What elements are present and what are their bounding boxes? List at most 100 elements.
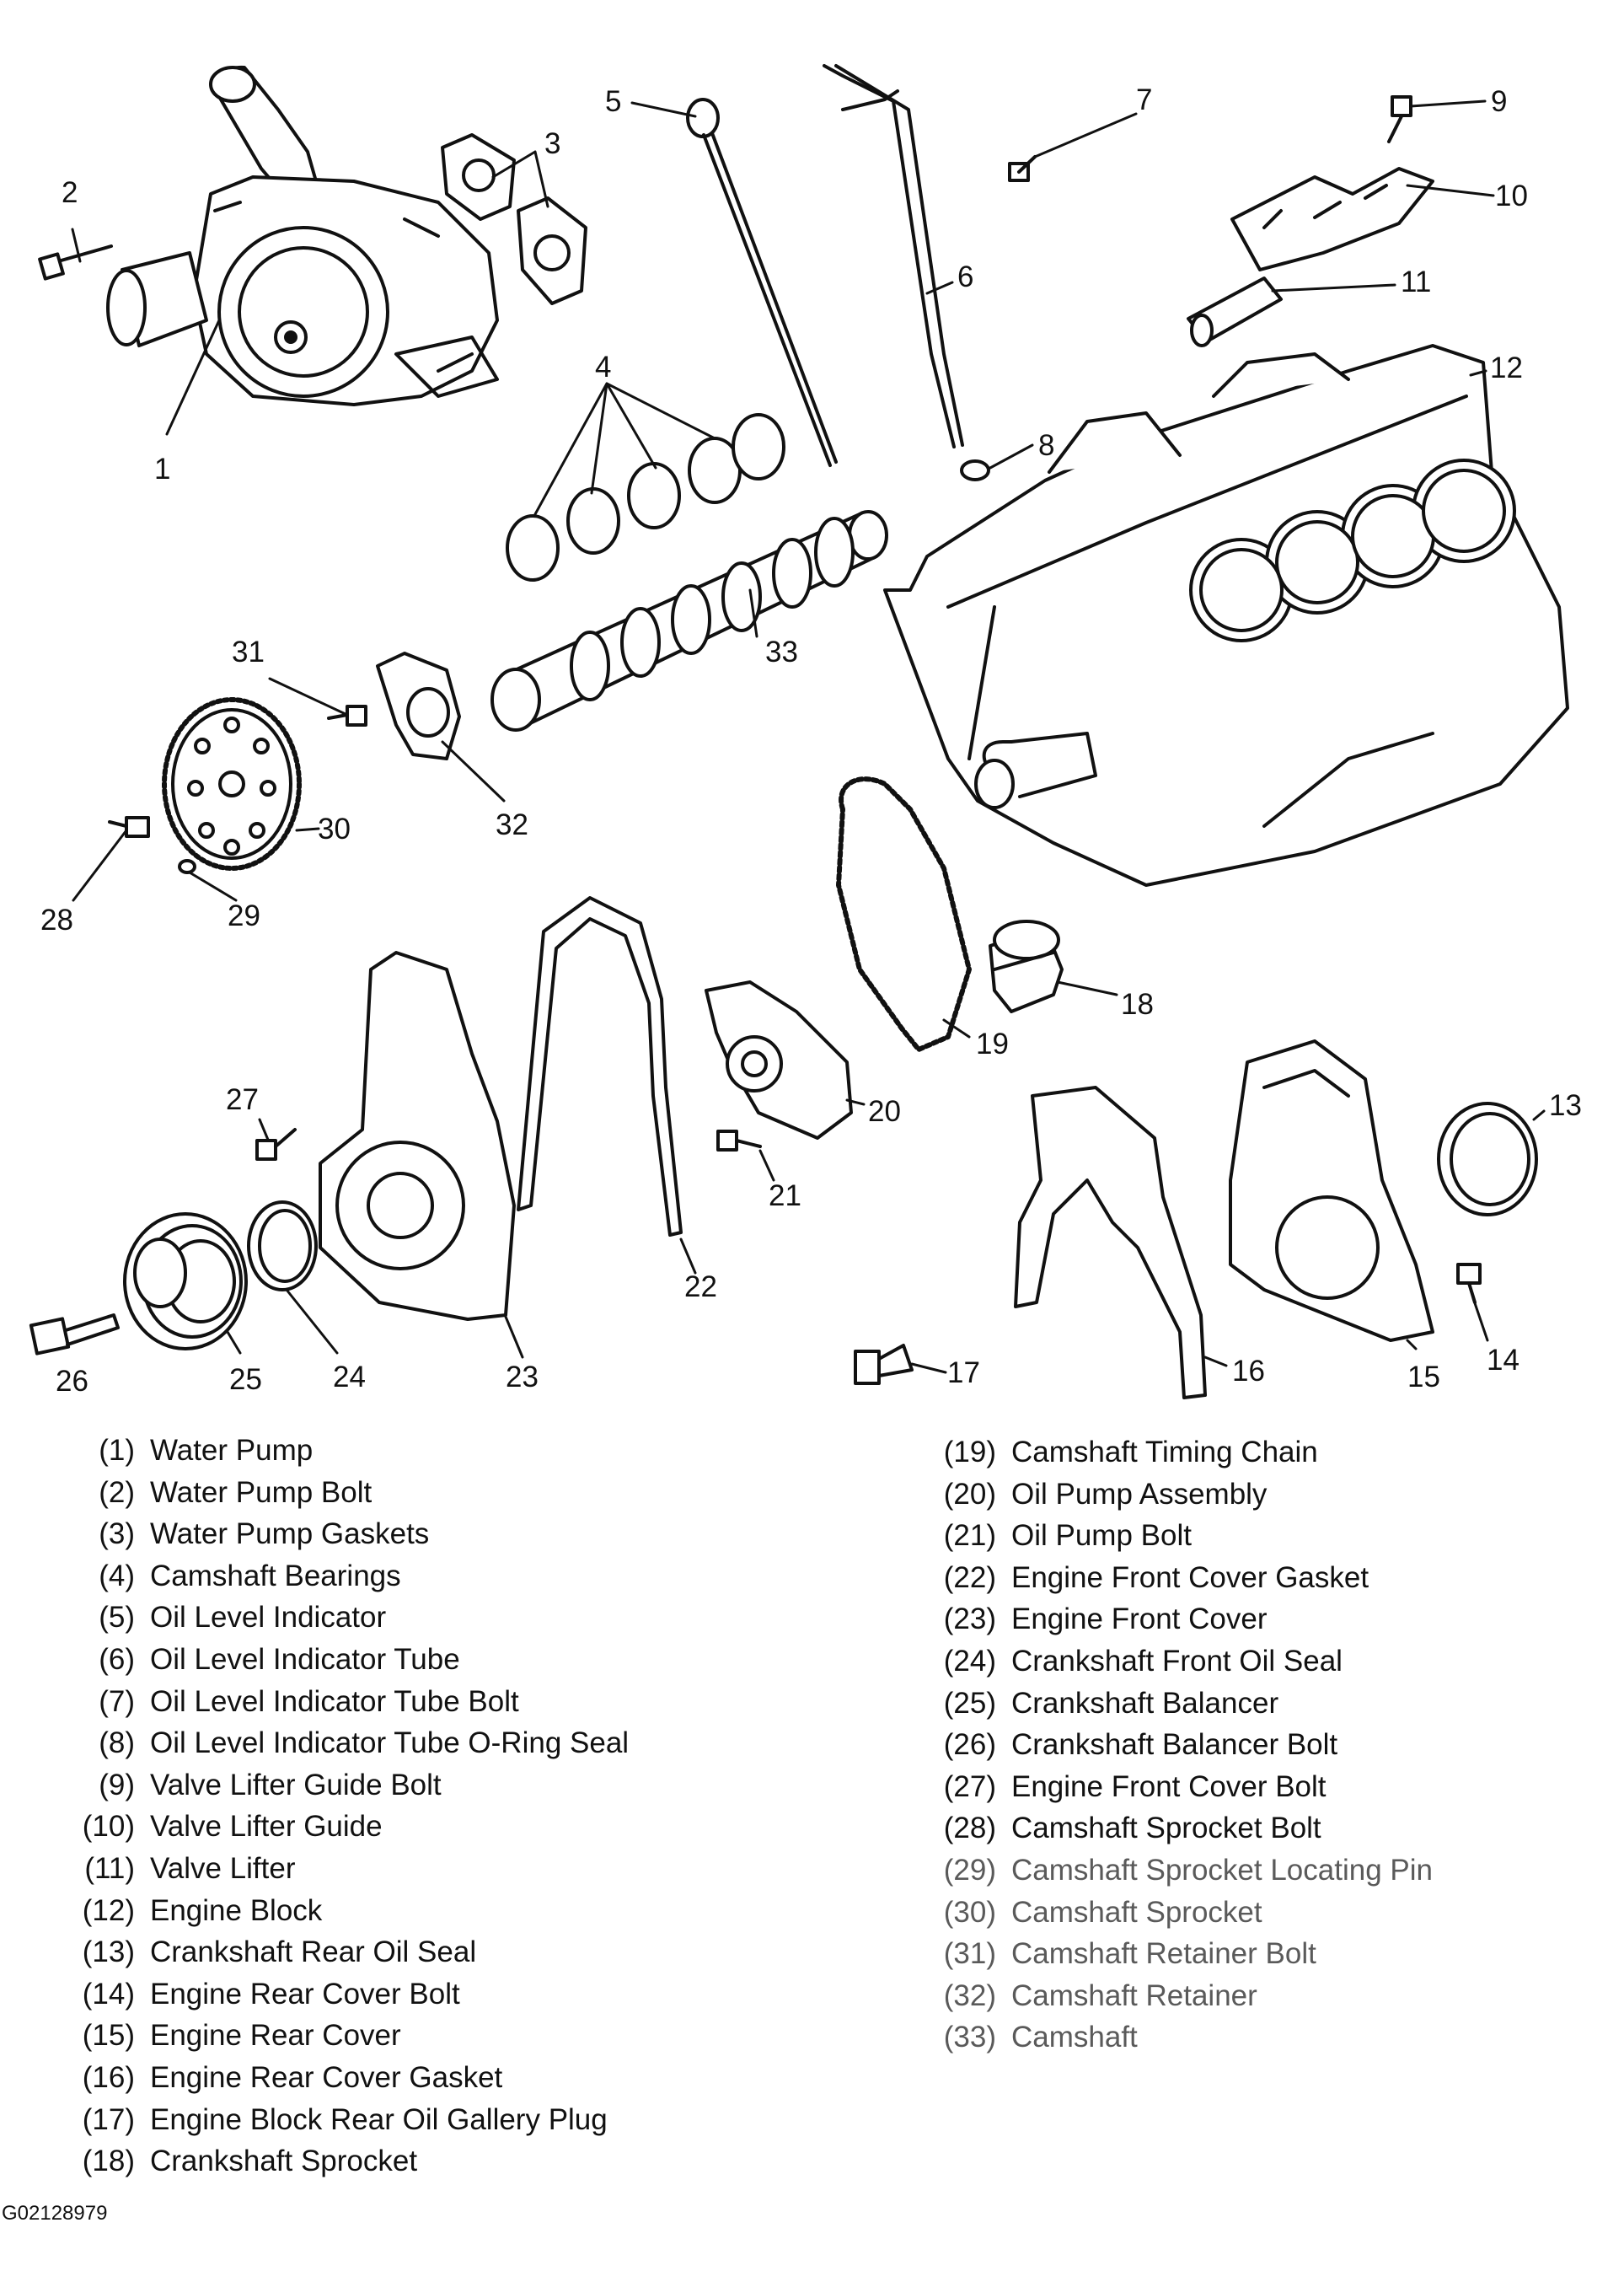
legend-label: Engine Rear Cover Bolt	[150, 1977, 460, 2011]
callout-26: 26	[56, 1365, 88, 1398]
legend-item: (23)Engine Front Cover	[914, 1598, 1433, 1640]
legend-label: Oil Pump Assembly	[1011, 1477, 1268, 1511]
figure-code: G02128979	[2, 2202, 108, 2225]
oil-pump-assembly-part	[705, 980, 853, 1140]
valve-lifter-guide-part	[1230, 167, 1434, 271]
exploded-engine-diagram: 1 2 3 4 5 6 7 8 9 10 11 12 13 14 15 16 1…	[29, 64, 1582, 1399]
legend-number: (16)	[82, 2060, 135, 2094]
crankshaft-sprocket-part	[989, 920, 1064, 1013]
legend-number: (33)	[943, 2021, 996, 2054]
legend-number: (21)	[943, 1519, 996, 1553]
callout-15: 15	[1407, 1361, 1440, 1393]
oil-level-indicator-tube-bolt-part	[1008, 155, 1037, 182]
legend-label: Crankshaft Sprocket	[150, 2145, 418, 2178]
callout-13: 13	[1549, 1089, 1582, 1122]
crankshaft-balancer-bolt-part	[29, 1313, 120, 1356]
callout-19: 19	[976, 1028, 1009, 1060]
legend-item: (17)Engine Block Rear Oil Gallery Plug	[52, 2099, 629, 2141]
callout-14: 14	[1487, 1344, 1519, 1377]
crankshaft-balancer-part	[123, 1212, 248, 1350]
legend-number: (5)	[99, 1601, 135, 1635]
callout-25: 25	[229, 1363, 262, 1396]
oil-level-indicator-tube-part	[823, 64, 964, 448]
legend-number: (13)	[82, 1935, 135, 1969]
legend-item: (7) Oil Level Indicator Tube Bolt	[52, 1681, 629, 1723]
callout-17: 17	[947, 1356, 980, 1389]
legend-number: (15)	[82, 2019, 135, 2053]
legend-item: (18) Crankshaft Sprocket	[52, 2140, 629, 2182]
legend-item: (31)Camshaft Retainer Bolt	[914, 1933, 1433, 1975]
legend-label: Oil Level Indicator Tube O-Ring Seal	[150, 1726, 630, 1760]
legend-item: (4)Camshaft Bearings	[52, 1555, 629, 1597]
legend-label: Oil Pump Bolt	[1011, 1519, 1192, 1553]
callout-11: 11	[1401, 266, 1431, 298]
crankshaft-rear-oil-seal-part	[1437, 1102, 1538, 1216]
legend-label: Valve Lifter Guide Bolt	[150, 1768, 442, 1801]
callout-27: 27	[226, 1083, 259, 1116]
legend-number: (28)	[943, 1812, 996, 1845]
legend-label: Valve Lifter	[150, 1851, 296, 1885]
legend-label: Water Pump	[150, 1434, 314, 1467]
legend-number: (7)	[99, 1684, 135, 1718]
camshaft-part	[490, 510, 888, 732]
legend-number: (23)	[943, 1603, 996, 1636]
callout-18: 18	[1121, 988, 1154, 1021]
legend-item: (9)Valve Lifter Guide Bolt	[52, 1764, 629, 1807]
callout-32: 32	[496, 808, 528, 841]
legend-number: (25)	[943, 1686, 996, 1720]
legend-number: (19)	[943, 1436, 996, 1468]
legend-right-column: (19) Camshaft Timing Chain (20)Oil Pump As…	[914, 1431, 1433, 2059]
legend-number: (26)	[943, 1728, 996, 1762]
legend-item: (1) Water Pump	[52, 1430, 629, 1472]
legend-item: (14) Engine Rear Cover Bolt	[52, 1973, 629, 2016]
legend-number: (1)	[99, 1434, 135, 1467]
legend-item: (6) Oil Level Indicator Tube	[52, 1639, 629, 1681]
legend-item: (15) Engine Rear Cover	[52, 2015, 629, 2057]
legend-label: Oil Level Indicator Tube Bolt	[150, 1684, 519, 1718]
legend-label: Water Pump Bolt	[150, 1475, 373, 1509]
legend-number: (14)	[82, 1977, 135, 2011]
oil-pump-bolt-part	[716, 1130, 762, 1152]
legend-label: Engine Front Cover Bolt	[1011, 1769, 1327, 1803]
legend-number: (8)	[99, 1726, 135, 1760]
legend-label: Engine Rear Cover Gasket	[150, 2060, 503, 2094]
camshaft-sprocket-part	[162, 697, 302, 871]
valve-lifter-guide-bolt-part	[1387, 95, 1412, 143]
legend-label: Engine Rear Cover	[150, 2019, 401, 2053]
legend-label: Crankshaft Balancer	[1011, 1686, 1279, 1720]
legend-left-column: (1)Water Pump(2)Water Pump Bolt(3)Water …	[52, 1430, 629, 2182]
legend-item: (26)Crankshaft Balancer Bolt	[914, 1724, 1433, 1766]
engine-front-cover-bolt-part	[255, 1128, 297, 1161]
callout-4: 4	[595, 351, 611, 384]
legend-item: (2) Water Pump Bolt	[52, 1472, 629, 1514]
legend-number: (12)	[82, 1893, 135, 1927]
callout-22: 22	[684, 1270, 717, 1303]
legend-label: Camshaft Retainer Bolt	[1011, 1937, 1316, 1971]
legend-number: (18)	[82, 2145, 135, 2178]
engine-front-cover-part	[319, 951, 516, 1321]
legend-item: (24)Crankshaft Front Oil Seal	[914, 1640, 1433, 1683]
callout-30: 30	[318, 813, 351, 846]
legend-item: (16) Engine Rear Cover Gasket	[52, 2057, 629, 2099]
camshaft-timing-chain-part	[836, 776, 972, 1052]
callout-1: 1	[154, 453, 170, 486]
camshaft-sprocket-bolt-part	[108, 816, 150, 838]
callout-24: 24	[333, 1361, 366, 1393]
legend-item: (30)Camshaft Sprocket	[914, 1892, 1433, 1934]
legend-label: Oil Level Indicator	[150, 1601, 387, 1635]
legend-number: (2)	[99, 1475, 135, 1509]
legend-label: Camshaft	[1011, 2021, 1138, 2054]
legend-label: Oil Level Indicator Tube	[150, 1642, 460, 1676]
legend-number: (6)	[99, 1642, 135, 1676]
camshaft-retainer-part	[376, 652, 461, 760]
callout-9: 9	[1491, 85, 1507, 118]
legend-item: (25) Crankshaft Balancer	[914, 1683, 1433, 1725]
callout-28: 28	[40, 904, 73, 937]
legend-label: Crankshaft Front Oil Seal	[1011, 1644, 1343, 1678]
legend-number: (4)	[99, 1559, 135, 1592]
legend-number: (17)	[82, 2102, 135, 2136]
legend-label: Camshaft Timing Chain	[1011, 1436, 1318, 1468]
legend-label: Engine Front Cover Gasket	[1011, 1560, 1369, 1594]
legend-item: (20)Oil Pump Assembly	[914, 1474, 1433, 1516]
legend-item: (29)Camshaft Sprocket Locating Pin	[914, 1850, 1433, 1892]
